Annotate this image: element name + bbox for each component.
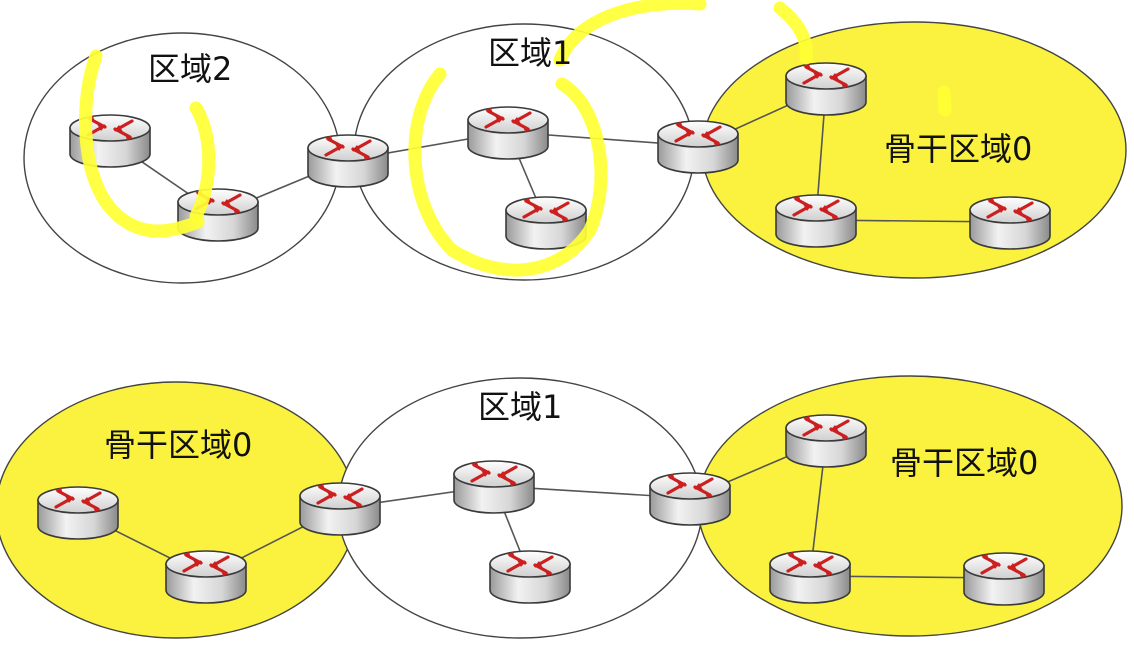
highlighter-marks — [79, 0, 952, 277]
router-icon — [36, 485, 120, 541]
router-icon — [962, 551, 1046, 607]
bottom-backbone-area-0-right-label: 骨干区域0 — [890, 444, 1038, 482]
bottom-diagram: 骨干区域0 区域1 骨干区域0 — [0, 375, 1123, 639]
router-icon — [784, 413, 868, 469]
router-icon — [452, 459, 536, 515]
top-area-2-label: 区域2 — [148, 50, 232, 88]
router-icon — [298, 481, 382, 537]
router-icon — [164, 549, 248, 605]
router-icon — [488, 549, 572, 605]
router-icon — [774, 193, 858, 249]
router-icon — [968, 195, 1052, 251]
router-icon — [784, 61, 868, 117]
top-backbone-area-0-label: 骨干区域0 — [884, 130, 1032, 168]
top-area-1-label: 区域1 — [488, 34, 572, 72]
router-icon — [466, 105, 550, 161]
router-icon — [656, 119, 740, 175]
bottom-backbone-area-0-left-label: 骨干区域0 — [104, 426, 252, 464]
bottom-backbone-area-0-right — [697, 375, 1123, 637]
router-icon — [306, 133, 390, 189]
router-icon — [768, 549, 852, 605]
router-icon — [648, 471, 732, 527]
bottom-area-1-label: 区域1 — [478, 388, 562, 426]
top-diagram: 区域2 区域1 骨干区域0 — [23, 0, 1127, 284]
